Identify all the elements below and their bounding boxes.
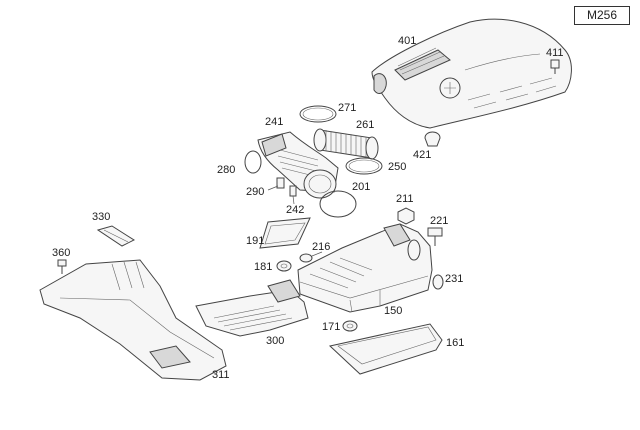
filter-pad-191-part[interactable] (259, 217, 311, 249)
engine-cover-part[interactable] (371, 18, 572, 129)
grommet-231-part[interactable] (432, 274, 444, 290)
callout-330[interactable]: 330 (92, 211, 110, 223)
callout-250[interactable]: 250 (388, 161, 406, 173)
clip-242-part[interactable] (289, 185, 297, 205)
callout-211[interactable]: 211 (396, 193, 414, 205)
sensor-290-part[interactable] (267, 177, 285, 191)
callout-150[interactable]: 150 (384, 305, 402, 317)
seal-ring-280-part[interactable] (244, 150, 262, 174)
clamp-ring-271-part[interactable] (299, 105, 337, 123)
callout-221[interactable]: 221 (430, 215, 448, 227)
gasket-201-part[interactable] (319, 190, 357, 218)
air-duct-311-part[interactable] (39, 259, 227, 381)
grommet-421-part[interactable] (424, 131, 441, 147)
callout-231[interactable]: 231 (445, 273, 463, 285)
callout-290[interactable]: 290 (246, 186, 264, 198)
callout-201[interactable]: 201 (352, 181, 370, 193)
callout-401[interactable]: 401 (398, 35, 416, 47)
grommet-171-part[interactable] (342, 320, 358, 332)
callout-421[interactable]: 421 (413, 149, 431, 161)
nut-211-part[interactable] (397, 207, 415, 225)
callout-311[interactable]: 311 (212, 369, 230, 381)
screw-411-part[interactable] (550, 59, 560, 74)
callout-271[interactable]: 271 (338, 102, 356, 114)
callout-171[interactable]: 171 (322, 321, 340, 333)
callout-360[interactable]: 360 (52, 247, 70, 259)
callout-300[interactable]: 300 (266, 335, 284, 347)
clamp-ring-250-part[interactable] (345, 157, 383, 175)
air-filter-housing-150-part[interactable] (297, 223, 433, 313)
callout-411[interactable]: 411 (546, 47, 564, 59)
callout-241[interactable]: 241 (265, 116, 283, 128)
screw-360-part[interactable] (57, 259, 67, 274)
intake-duct-241-part[interactable] (257, 131, 339, 199)
callout-216[interactable]: 216 (312, 241, 330, 253)
callout-191[interactable]: 191 (246, 235, 264, 247)
grommet-181-part[interactable] (276, 260, 292, 272)
bracket-330-part[interactable] (96, 225, 136, 247)
callout-280[interactable]: 280 (217, 164, 235, 176)
lower-intake-duct-300-part[interactable] (195, 279, 309, 337)
filter-element-161-part[interactable] (328, 323, 443, 375)
model-code-badge: M256 (574, 6, 630, 25)
callout-181[interactable]: 181 (254, 261, 272, 273)
sensor-221-part[interactable] (427, 227, 443, 246)
grommet-216-part[interactable] (299, 251, 323, 263)
callout-242[interactable]: 242 (286, 204, 304, 216)
callout-261[interactable]: 261 (356, 119, 374, 131)
callout-161[interactable]: 161 (446, 337, 464, 349)
air-hose-261-part[interactable] (313, 128, 379, 160)
